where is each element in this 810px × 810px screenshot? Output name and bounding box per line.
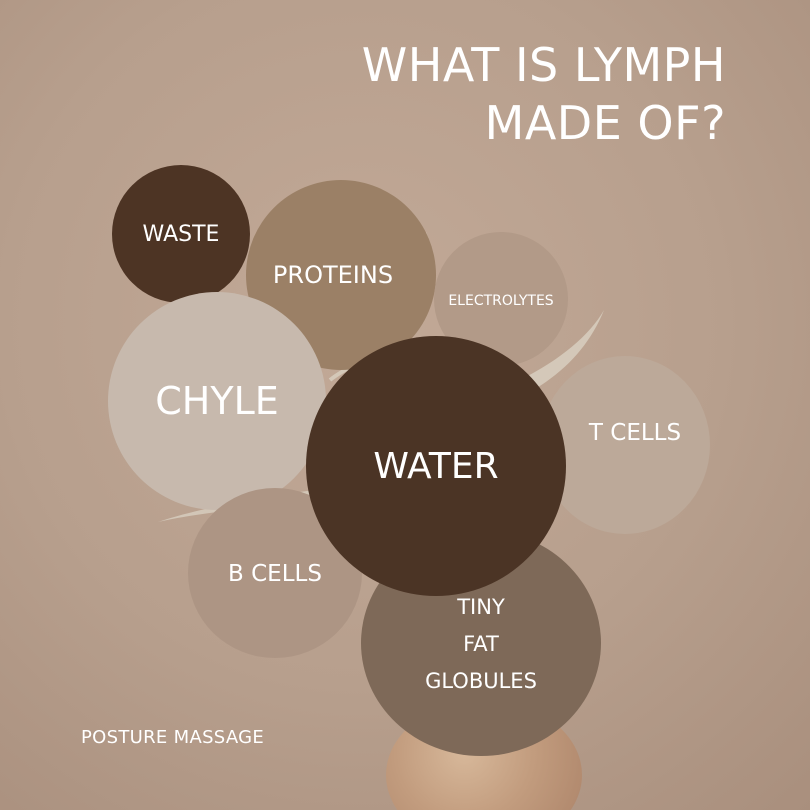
bubble-label: ELECTROLYTES: [448, 293, 554, 309]
title-line-1: WHAT IS LYMPH: [361, 38, 726, 92]
bubble-label: WASTE: [142, 221, 220, 247]
bubble-water: WATER: [306, 336, 566, 596]
bubble-t-cells: T CELLS: [540, 356, 710, 534]
bubble-label: WATER: [373, 445, 499, 487]
bubble-label: T CELLS: [588, 420, 682, 446]
bubble-waste: WASTE: [112, 165, 250, 303]
bubble-label-line-3: GLOBULES: [425, 668, 537, 693]
bubble-label: B CELLS: [228, 561, 322, 587]
bubble-label: CHYLE: [155, 379, 279, 423]
bubble-b-cells: B CELLS: [188, 488, 362, 658]
page-title: WHAT IS LYMPH MADE OF?: [362, 36, 726, 152]
bubble-label-line-2: FAT: [463, 631, 499, 656]
bubble-chyle: CHYLE: [108, 292, 326, 510]
title-line-2: MADE OF?: [484, 96, 726, 150]
brand-name: POSTURE MASSAGE: [81, 727, 265, 748]
leaf-right: [520, 310, 604, 392]
bubble-label-line-1: TINY: [457, 594, 505, 619]
bubble-label: PROTEINS: [272, 261, 394, 289]
bubble-proteins: PROTEINS: [246, 180, 436, 370]
